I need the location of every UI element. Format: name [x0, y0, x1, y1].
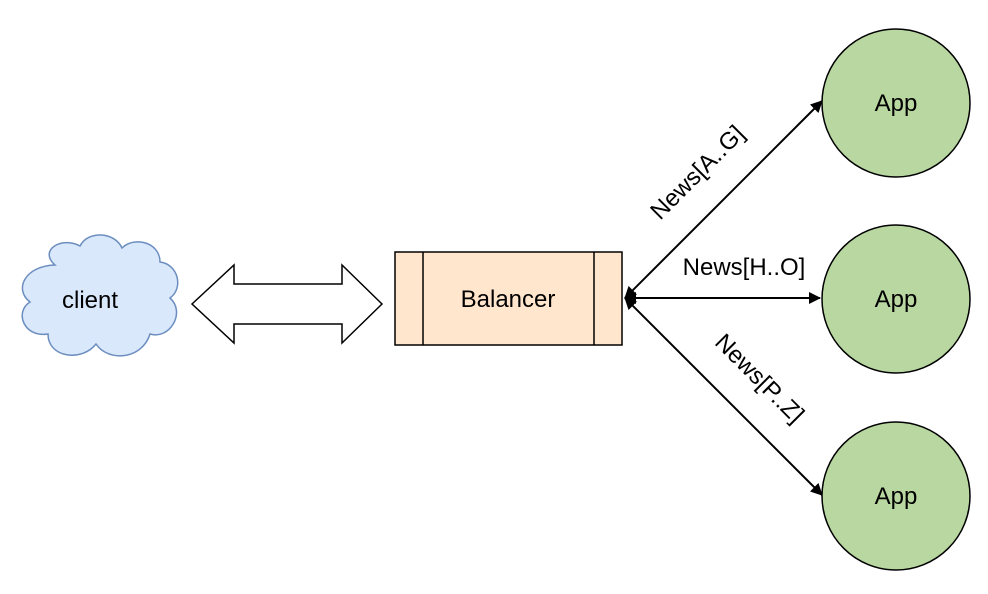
app-label-3: App	[875, 483, 918, 510]
app-circle-3	[821, 421, 971, 571]
app-node-1: App	[821, 28, 971, 178]
edge-label-a-g: News[A..G]	[645, 120, 750, 225]
client-cloud-shape	[21, 234, 179, 357]
app-circle-1	[821, 28, 971, 178]
app-label-2: App	[875, 286, 918, 313]
edge-balancer-app-3	[624, 297, 823, 496]
edge-label-p-z: News[P..Z]	[709, 329, 809, 429]
app-node-2: App	[821, 224, 971, 374]
app-node-3: App	[821, 421, 971, 571]
app-label-1: App	[875, 90, 918, 117]
client-node: client	[21, 234, 179, 357]
balancer-node: Balancer	[394, 251, 623, 346]
edge-label-h-o: News[H..O]	[683, 254, 806, 281]
client-balancer-block-arrow	[190, 263, 384, 345]
balancer-label: Balancer	[461, 286, 556, 313]
balancer-box	[394, 251, 623, 346]
client-label: client	[62, 287, 118, 314]
app-circle-2	[821, 224, 971, 374]
edge-balancer-app-1	[624, 100, 823, 299]
